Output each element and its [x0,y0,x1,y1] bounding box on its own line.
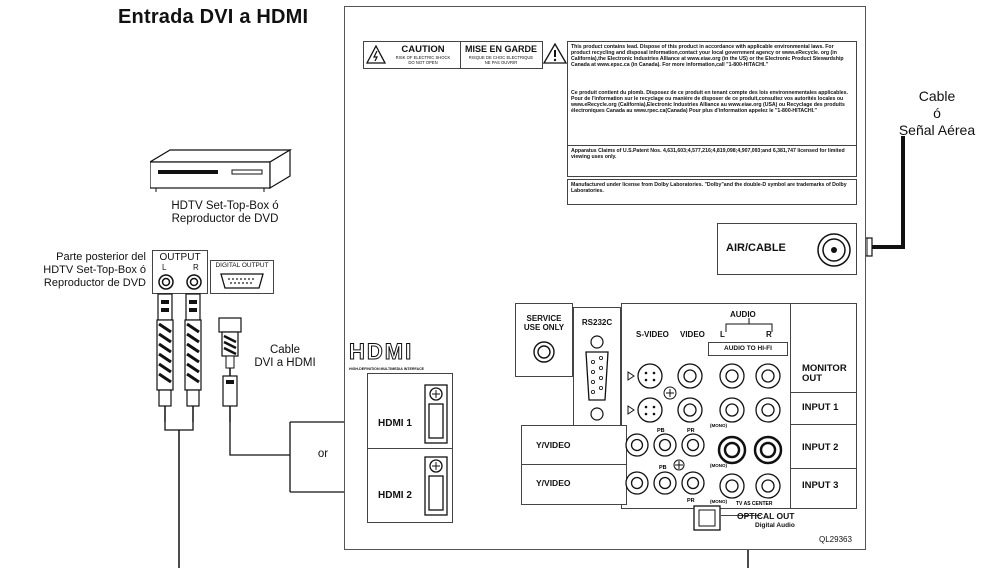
hdmi-logo: HDMI [349,341,439,367]
caution-subtext: RISK OF ELECTRIC SHOCK DO NOT OPEN [388,55,458,65]
tv-back-panel: CAUTION RISK OF ELECTRIC SHOCK DO NOT OP… [344,6,866,550]
dvi-hdmi-cable [219,318,241,422]
input1-label: INPUT 1 [802,402,838,413]
mise-en-garde-subtext: RISQUE DE CHOC ELECTRIQUE NE PAS OUVRIR [462,55,540,65]
hdmi2-port[interactable] [424,456,448,516]
tv-as-center-label: TV AS CENTER [736,501,773,507]
monitor-out-label: MONITOR OUT [802,364,847,384]
pr-input3-jack[interactable] [682,472,704,494]
recycling-notice-box: This product contains lead. Dispose of t… [567,41,857,177]
pr-input2-jack[interactable] [682,434,704,456]
input3-label: INPUT 3 [802,480,838,491]
input1-audio-right-jack[interactable] [756,398,780,422]
optical-out-port[interactable] [693,505,723,533]
service-jack[interactable] [532,340,556,364]
input2-label: INPUT 2 [802,442,838,453]
rca-cable-right [185,294,201,422]
video-input1-jack[interactable] [678,364,702,388]
mise-en-garde-text: MISE EN GARDE [462,44,540,54]
pr-label-2: PR [687,498,695,504]
pr-label: PR [687,428,695,434]
audio-out-left-jack[interactable] [720,364,744,388]
pb-label-2: PB [659,465,667,471]
model-number: QL29363 [819,535,852,544]
hdmi-logo-subtext: HIGH-DEFINITION MULTIMEDIA INTERFACE [349,367,445,371]
service-box: SERVICE USE ONLY [515,303,573,377]
yvideo-input2-label: Y/VIDEO [536,440,570,450]
rs232c-label: RS232C [574,318,620,327]
yvideo-input2-jack[interactable] [626,434,648,456]
warning-lightning-icon [366,45,386,65]
service-label: SERVICE USE ONLY [516,314,572,332]
audio-out-right-jack[interactable] [756,364,780,388]
rs232c-port[interactable] [582,334,612,424]
hdmi-port-group: HDMI 1 HDMI 2 [367,373,453,523]
pb-input2-jack[interactable] [654,434,676,456]
air-cable-label: AIR/CABLE [726,242,786,254]
yvideo-input3-jack[interactable] [626,472,648,494]
warning-exclamation-icon [543,43,567,65]
pb-input3-jack[interactable] [654,472,676,494]
input2-audio-right-jack[interactable] [755,437,781,463]
dolby-notice: Manufactured under license from Dolby La… [571,182,853,194]
hdmi1-port[interactable] [424,384,448,444]
notice-english: This product contains lead. Dispose of t… [571,44,853,68]
hdmi1-label: HDMI 1 [378,418,412,429]
caution-text: CAUTION [388,44,458,55]
input1-audio-left-jack[interactable] [720,398,744,422]
notice-french: Ce produit contient du plomb. Disposez d… [571,90,853,114]
input2-audio-left-jack[interactable] [719,437,745,463]
hdmi2-label: HDMI 2 [378,490,412,501]
svideo-input2-jack[interactable] [638,398,662,422]
svideo-input1-jack[interactable] [638,364,662,388]
rca-cable-left [157,294,173,422]
dolby-notice-box: Manufactured under license from Dolby La… [567,179,857,205]
hdmi-logo-text: HDMI [349,341,413,364]
pb-label: PB [657,428,665,434]
air-cable-box: AIR/CABLE [717,223,857,275]
caution-label-box: CAUTION RISK OF ELECTRIC SHOCK DO NOT OP… [363,41,543,69]
optical-out-label: OPTICAL OUT [737,511,794,521]
patent-notice: Apparatus Claims of U.S.Patent Nos. 4,63… [571,148,853,160]
yvideo-input3-label: Y/VIDEO [536,478,570,488]
video-input2-jack[interactable] [678,398,702,422]
input3-audio-right-jack[interactable] [756,474,780,498]
input3-audio-left-jack[interactable] [720,474,744,498]
digital-audio-label: Digital Audio [755,522,795,529]
air-cable-jack[interactable] [816,232,852,268]
rs232c-box: RS232C [573,307,621,429]
